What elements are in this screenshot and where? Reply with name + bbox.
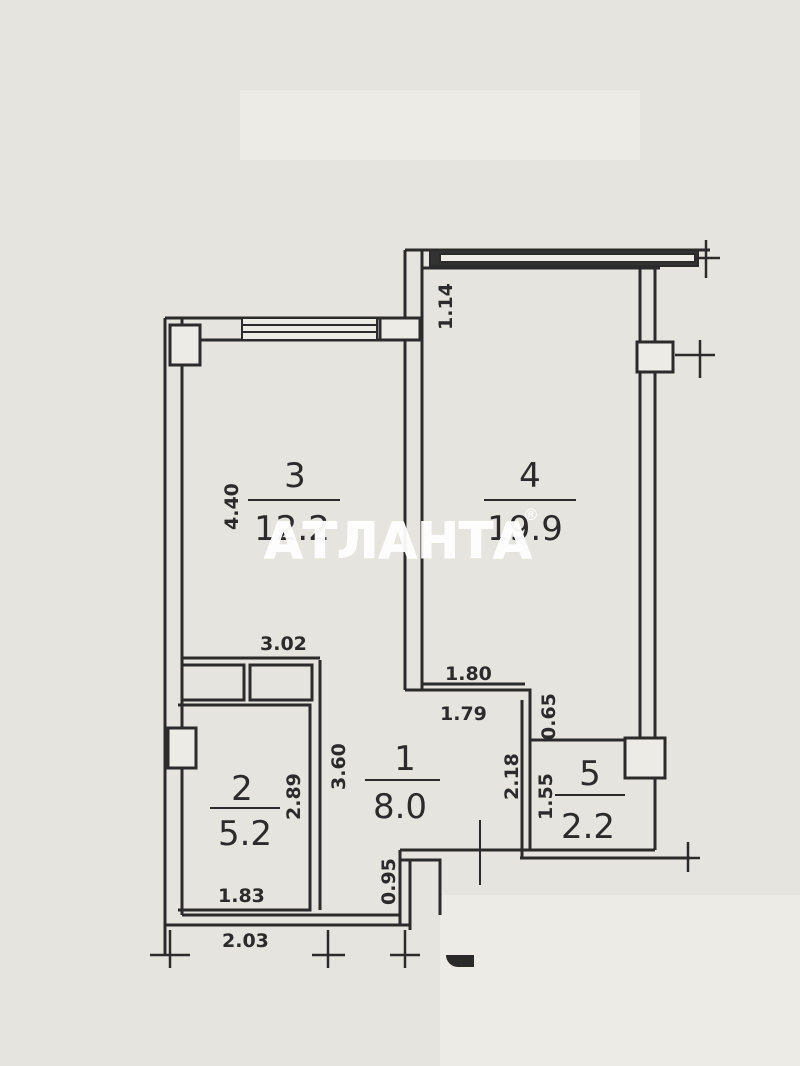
room2-area: 5.2 [218, 814, 272, 854]
tick-top-right [695, 240, 720, 278]
watermark-logo: АТЛАНТА [264, 512, 532, 570]
closet-right [248, 663, 314, 702]
column-top-left [168, 323, 202, 367]
dim-3-60: 3.60 [328, 743, 350, 790]
redacted-area-top [240, 90, 640, 160]
room3-number: 3 [284, 456, 306, 496]
column-right-lower [623, 736, 667, 780]
tick-right-mid [675, 340, 715, 378]
dark-scan-corner [446, 955, 474, 967]
tick-bottom-mid2 [390, 930, 420, 968]
dim-2-18: 2.18 [501, 753, 523, 800]
room4-area: 19.9 [487, 509, 563, 549]
room1-area: 8.0 [373, 787, 427, 827]
dim-0-65: 0.65 [538, 693, 560, 740]
wall-room2 [178, 703, 312, 912]
room1-number: 1 [394, 739, 416, 779]
wall-corridor-bottom-2 [400, 858, 442, 915]
tick-bottom-left [150, 930, 190, 968]
tick-bottom-mid [312, 930, 345, 968]
dim-0-95: 0.95 [378, 858, 400, 905]
dim-1-55: 1.55 [535, 773, 557, 820]
closet-left [180, 663, 246, 702]
column-top-room4 [378, 316, 422, 342]
window-room4-inner [439, 253, 696, 263]
tick-bottom-right [675, 842, 700, 872]
dim-1-79: 1.79 [440, 703, 487, 725]
dim-3-02: 3.02 [260, 633, 307, 655]
redacted-area-bottom [440, 895, 800, 1066]
room4-number: 4 [519, 456, 541, 496]
dim-1-80: 1.80 [445, 663, 492, 685]
dim-2-03: 2.03 [222, 930, 269, 952]
room2-number: 2 [231, 769, 253, 809]
room5-area: 2.2 [561, 807, 615, 847]
column-room2 [166, 726, 198, 770]
room5-number: 5 [579, 754, 601, 794]
dim-2-89: 2.89 [283, 773, 305, 820]
column-right-upper [635, 340, 675, 374]
watermark-registered-mark: ® [523, 505, 539, 524]
dim-1-14: 1.14 [435, 283, 457, 330]
dim-1-83: 1.83 [218, 885, 265, 907]
wall-bottom-room4 [405, 688, 640, 742]
window-room3 [241, 317, 378, 341]
room3-area: 12.2 [254, 509, 330, 549]
dim-4-40: 4.40 [221, 483, 243, 530]
